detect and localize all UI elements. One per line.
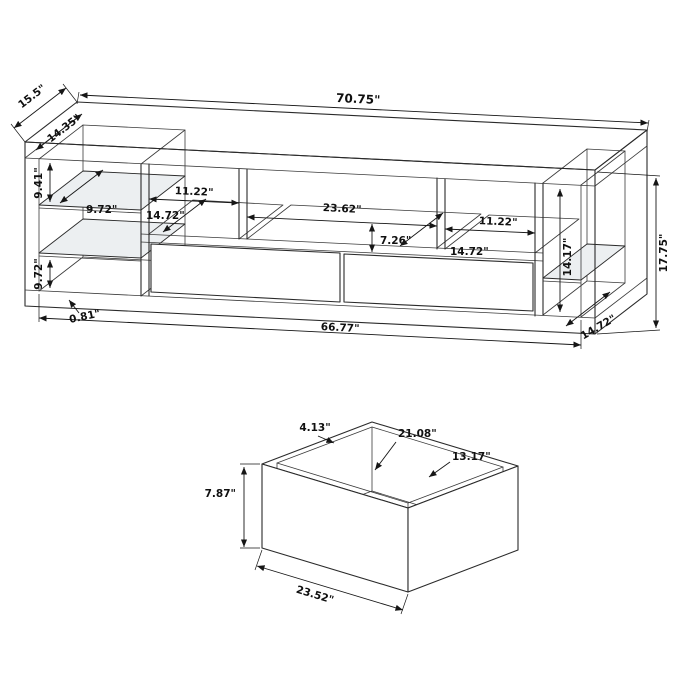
dim-overall-height-label: 17.75"	[658, 234, 670, 273]
drawer-inner-rim	[276, 426, 504, 504]
console-top-face	[24, 101, 648, 171]
glass-thickness-leader	[68, 299, 80, 314]
console-right-face	[594, 129, 648, 335]
dim-left-cubby-depth-label: 14.72"	[146, 210, 185, 222]
center-drawer-depth-dim-line	[399, 212, 444, 247]
dim-top-depth-label: 15.5"	[16, 82, 48, 111]
dim-drawer-inner-width-label: 21.08"	[398, 428, 437, 440]
top-depth-dim-line	[13, 87, 67, 129]
inner-width-dim-line	[38, 315, 582, 348]
dim-drawer-back-height-label: 4.13"	[299, 422, 330, 434]
drawer-inner-width-leader	[374, 441, 397, 471]
dim-center-drawer-depth-label: 14.72"	[450, 246, 489, 258]
dim-right-opening-height-label: 14.17"	[562, 238, 574, 277]
console-right-drawer-front	[343, 253, 534, 312]
dim-drawer-front-height-label: 7.87"	[205, 488, 236, 500]
drawer-figure: 4.13" 21.08" 13.17" 7.87" 23.52"	[205, 421, 519, 615]
glass-shelf-right-edge	[542, 280, 582, 284]
dim-left-cubby-width-label: 11.22"	[175, 185, 214, 199]
dim-glass-thickness-label: 0.81"	[68, 308, 101, 326]
dim-drawer-inner-depth-label: 13.17"	[452, 451, 491, 463]
glass-shelf-right	[542, 243, 626, 281]
drawer-inner-depth-leader	[428, 461, 451, 478]
glass-shelf-lower-edge	[38, 255, 142, 262]
dim-right-cubby-width-label: 11.22"	[479, 215, 518, 229]
cubby-floor-strip	[140, 233, 544, 262]
console-right-depth-edges	[542, 148, 626, 318]
overall-height-ext	[596, 171, 661, 335]
drawer-right-face	[407, 465, 519, 593]
console-figure: 70.75" 15.5" 14.35" 9.41" 9.72" 9.72" 14…	[10, 82, 670, 349]
dim-left-opening-height-label: 9.41"	[33, 167, 45, 198]
left-cubby-width-dim-line	[148, 196, 240, 206]
drawer-front-width-dim-line	[256, 565, 404, 611]
console-left-drawer-front	[150, 243, 341, 303]
dim-drawer-front-width-label: 23.52"	[295, 584, 336, 607]
dim-inner-width-label: 66.77"	[321, 321, 360, 335]
overall-width-ext	[76, 91, 650, 133]
overall-width-dim-line	[79, 92, 649, 126]
inner-top-depth-dim-line	[35, 113, 83, 151]
dim-inner-top-depth-label: 14.35"	[45, 112, 83, 145]
left-shelf-depth-dim-line	[59, 169, 104, 204]
dim-left-shelf-gap-label: 9.72"	[33, 258, 45, 289]
top-depth-ext	[10, 83, 78, 143]
right-cubby-width-dim-line	[444, 226, 536, 236]
drawer-back-height-leader	[317, 435, 335, 444]
glass-shelf-upper-edge	[38, 207, 142, 214]
dim-center-opening-width-label: 23.62"	[323, 202, 362, 216]
dim-left-shelf-depth-label: 9.72"	[86, 204, 117, 216]
dim-overall-width-label: 70.75"	[336, 91, 381, 107]
center-opening-width-dim-line	[246, 214, 438, 229]
drawer-front-height-ext	[240, 463, 260, 549]
dim-right-shelf-depth-label: 14.72"	[579, 313, 619, 343]
